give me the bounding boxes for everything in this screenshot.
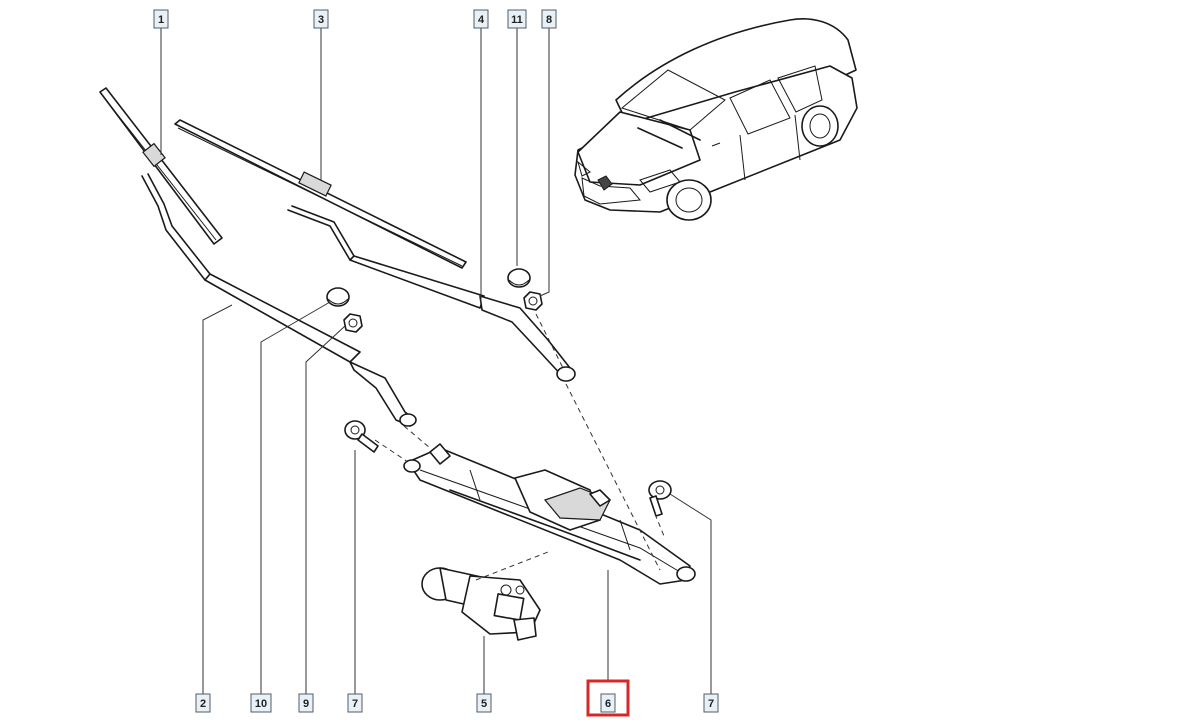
left-wiper-arm	[141, 173, 417, 427]
callout-7-right[interactable]: 7	[703, 693, 719, 713]
callout-4[interactable]: 4	[473, 9, 489, 29]
nut-8	[523, 291, 543, 311]
callout-8[interactable]: 8	[541, 9, 557, 29]
cap-10	[326, 287, 350, 307]
callout-4-label: 4	[478, 14, 485, 26]
callout-8-label: 8	[546, 14, 552, 26]
nut-9	[343, 313, 363, 333]
callout-5[interactable]: 5	[476, 693, 492, 713]
right-wiper-arm	[287, 205, 576, 382]
callout-1-label: 1	[158, 14, 164, 26]
callout-10[interactable]: 10	[250, 693, 272, 713]
wiper-linkage	[403, 443, 696, 585]
callout-1[interactable]: 1	[153, 9, 169, 29]
wiper-motor	[421, 567, 541, 641]
callout-2-label: 2	[200, 698, 206, 710]
callout-3-label: 3	[318, 14, 324, 26]
callout-6[interactable]: 6	[600, 693, 616, 713]
callout-9-label: 9	[303, 698, 309, 710]
leader-lines	[160, 28, 712, 694]
callout-7-right-label: 7	[708, 698, 714, 710]
cap-11	[507, 268, 531, 288]
bolt-7-right	[648, 480, 672, 517]
selection-frame	[586, 679, 630, 717]
callout-5-label: 5	[481, 698, 487, 710]
callout-10-label: 10	[255, 698, 267, 710]
bolt-7-left	[344, 420, 379, 453]
callout-7-left-label: 7	[352, 698, 358, 710]
center-wiper-blade	[174, 119, 467, 269]
callout-9[interactable]: 9	[298, 693, 314, 713]
car-illustration	[574, 18, 858, 221]
callout-11[interactable]: 11	[507, 9, 527, 29]
callout-6-highlight[interactable]	[586, 679, 630, 717]
assembly-dashed-lines	[374, 313, 665, 581]
callout-11-label: 11	[511, 14, 523, 26]
left-wiper-blade	[99, 87, 223, 245]
callout-2[interactable]: 2	[195, 693, 211, 713]
callout-6-label: 6	[605, 698, 611, 710]
callout-3[interactable]: 3	[313, 9, 329, 29]
callout-7-left[interactable]: 7	[347, 693, 363, 713]
